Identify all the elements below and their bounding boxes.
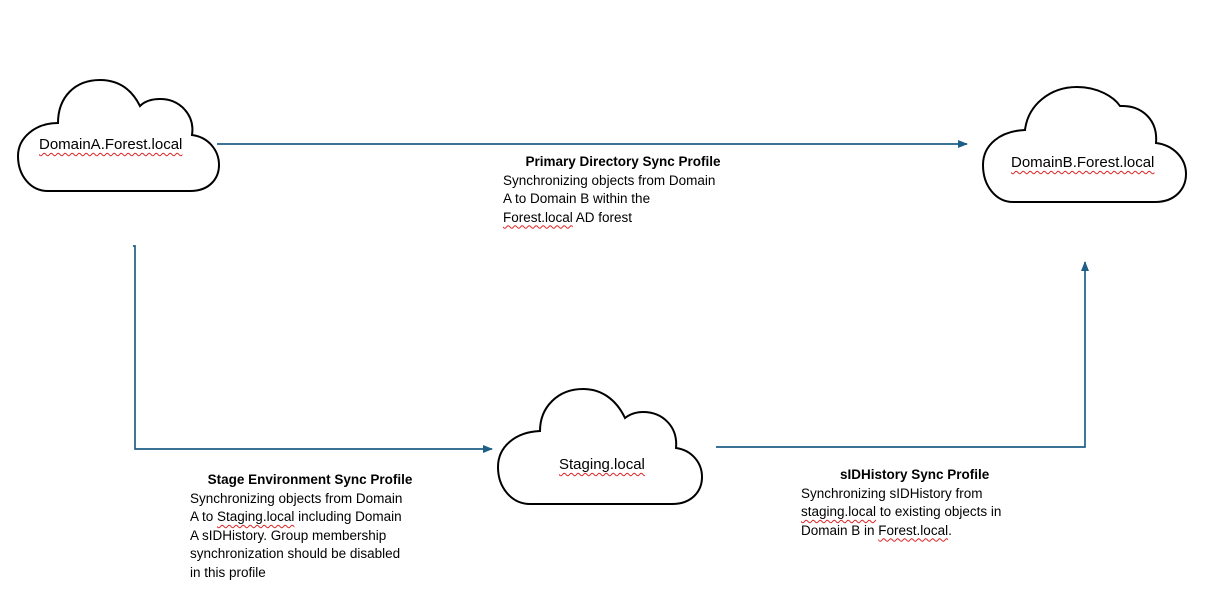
sidhistory-profile-line-1: Synchronizing sIDHistory from <box>801 485 983 501</box>
sidhistory-sync-profile: sIDHistory Sync Profile Synchronizing sI… <box>801 466 1041 540</box>
domain-a-cloud <box>16 78 221 192</box>
primary-profile-line-1: Synchronizing objects from Domain <box>503 172 716 188</box>
domain-a-label: DomainA.Forest.local <box>39 136 183 153</box>
sidhistory-profile-line-2: staging.local to existing objects in <box>801 504 1002 519</box>
forest-local-term: Forest.local <box>503 209 573 225</box>
stage-profile-title: Stage Environment Sync Profile <box>207 472 413 487</box>
staging-local-term: Staging.local <box>217 509 295 524</box>
stage-sync-profile: Stage Environment Sync Profile Synchroni… <box>190 471 430 582</box>
stage-profile-line-2: A to Staging.local including Domain <box>190 509 402 524</box>
primary-profile-line-3: Forest.local AD forest <box>503 209 633 225</box>
sidhistory-profile-line-3: Domain B in Forest.local. <box>801 522 952 538</box>
stage-profile-line-5: in this profile <box>190 564 266 580</box>
forest-local-term: Forest.local <box>878 522 949 538</box>
domain-b-label: DomainB.Forest.local <box>1011 154 1155 171</box>
stage-sync-arrow <box>133 245 493 453</box>
staging-label: Staging.local <box>559 456 645 473</box>
stage-profile-line-3: A sIDHistory. Group membership <box>190 527 387 543</box>
sidhistory-sync-arrow <box>716 261 1089 448</box>
primary-profile-line-2: A to Domain B within the <box>503 191 651 206</box>
primary-profile-title: Primary Directory Sync Profile <box>525 154 721 169</box>
primary-sync-profile: Primary Directory Sync Profile Synchroni… <box>503 153 743 227</box>
sidhistory-profile-title: sIDHistory Sync Profile <box>840 467 990 482</box>
staging-local-term: staging.local <box>801 504 877 519</box>
staging-cloud <box>496 387 704 505</box>
domain-b-cloud <box>981 85 1188 203</box>
stage-profile-line-4: synchronization should be disabled <box>190 546 401 561</box>
stage-profile-line-1: Synchronizing objects from Domain <box>190 490 403 506</box>
